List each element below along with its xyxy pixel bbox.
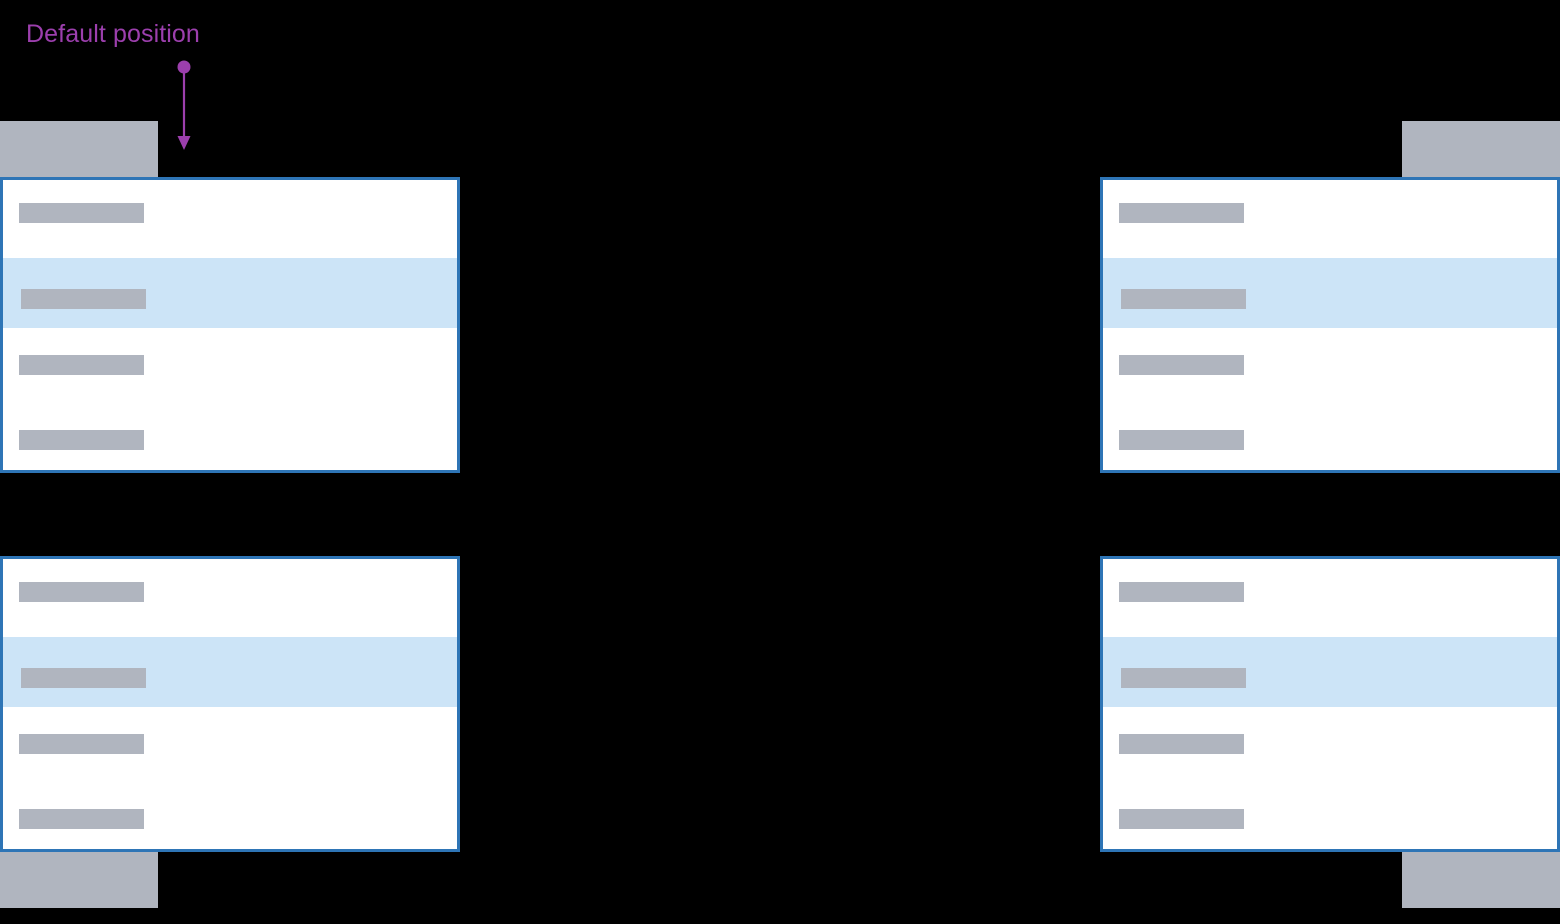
menu-item-label-placeholder: [19, 430, 144, 450]
menu-item-label-placeholder: [19, 734, 144, 754]
default-position-label: Default position: [26, 20, 200, 48]
menu-item-label-placeholder: [1119, 203, 1244, 223]
arrow-down-icon: [177, 60, 191, 150]
menu-item-label-placeholder: [19, 203, 144, 223]
menu-item-label-placeholder: [1121, 668, 1246, 688]
menu-item-row[interactable]: [3, 781, 457, 849]
menu-item-label-placeholder: [1119, 355, 1244, 375]
menu-item-row-selected[interactable]: [3, 637, 457, 707]
menu-item-label-placeholder: [1119, 430, 1244, 450]
tab-stub-bottom-right[interactable]: [1402, 852, 1560, 908]
menu-item-label-placeholder: [1121, 289, 1246, 309]
menu-item-label-placeholder: [21, 289, 146, 309]
menu-card-top-left[interactable]: [0, 177, 460, 473]
menu-item-row[interactable]: [1103, 781, 1557, 849]
menu-item-label-placeholder: [21, 668, 146, 688]
menu-card-top-right[interactable]: [1100, 177, 1560, 473]
menu-item-row[interactable]: [3, 559, 457, 637]
menu-item-row[interactable]: [1103, 402, 1557, 470]
menu-item-row[interactable]: [1103, 180, 1557, 258]
menu-item-label-placeholder: [19, 355, 144, 375]
menu-item-label-placeholder: [1119, 734, 1244, 754]
tab-stub-bottom-left[interactable]: [0, 852, 158, 908]
menu-item-label-placeholder: [1119, 809, 1244, 829]
menu-item-row-selected[interactable]: [1103, 258, 1557, 328]
menu-item-row[interactable]: [1103, 328, 1557, 402]
menu-item-label-placeholder: [1119, 582, 1244, 602]
tab-stub-top-right[interactable]: [1402, 121, 1560, 178]
arrow-head: [177, 136, 191, 150]
tab-stub-top-left[interactable]: [0, 121, 158, 178]
menu-item-row[interactable]: [1103, 707, 1557, 781]
menu-item-row[interactable]: [3, 707, 457, 781]
menu-card-bottom-left[interactable]: [0, 556, 460, 852]
menu-item-label-placeholder: [19, 809, 144, 829]
menu-item-row[interactable]: [3, 328, 457, 402]
menu-item-row[interactable]: [3, 402, 457, 470]
menu-item-label-placeholder: [19, 582, 144, 602]
menu-item-row[interactable]: [3, 180, 457, 258]
menu-card-bottom-right[interactable]: [1100, 556, 1560, 852]
menu-item-row[interactable]: [1103, 559, 1557, 637]
menu-item-row-selected[interactable]: [3, 258, 457, 328]
menu-item-row-selected[interactable]: [1103, 637, 1557, 707]
